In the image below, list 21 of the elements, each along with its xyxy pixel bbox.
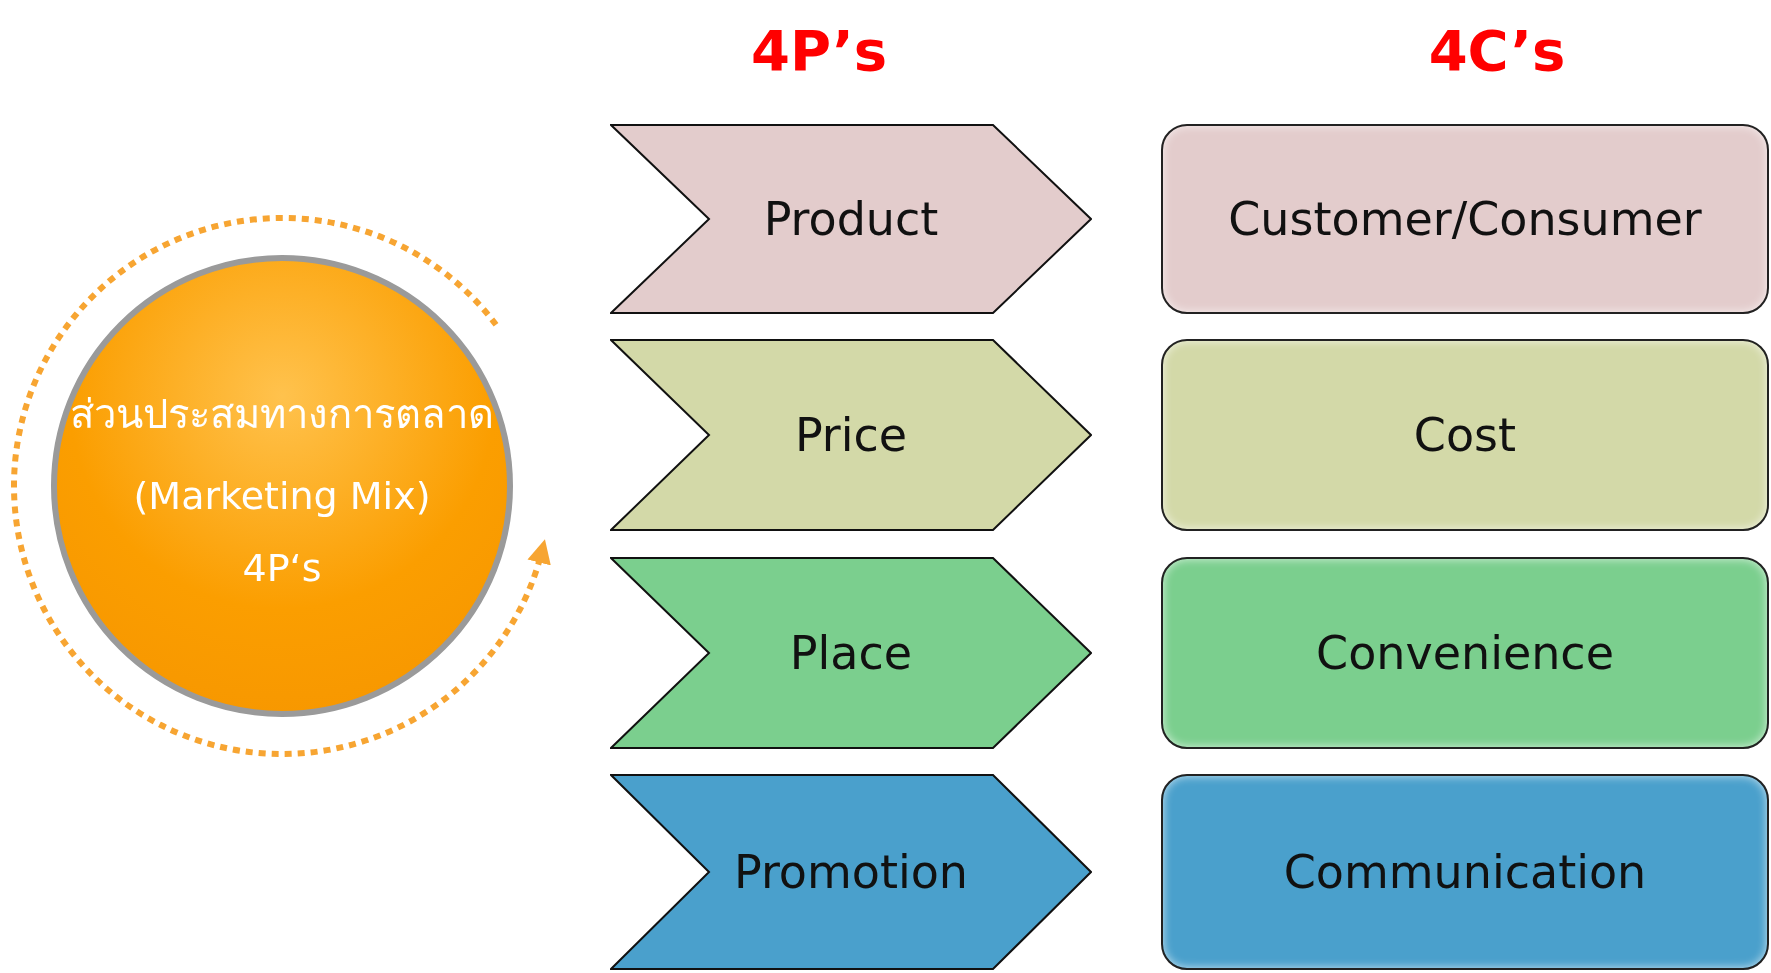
column-heading: 4C’s <box>1428 18 1566 83</box>
box-label: Customer/Consumer <box>1228 192 1702 246</box>
chevron-shape <box>610 339 1092 531</box>
circle-text: ส่วนประสมทางการตลาด <box>70 390 494 439</box>
chevron-shape <box>610 557 1092 749</box>
rounded-box <box>1161 124 1769 314</box>
chevron-label: Place <box>789 626 913 680</box>
chevron-shape <box>610 124 1092 314</box>
chevron-label: Product <box>763 192 939 246</box>
circle-text: (Marketing Mix) <box>133 474 431 518</box>
box-label: Cost <box>1413 408 1517 462</box>
circle-text: 4P‘s <box>242 546 322 590</box>
chevron-label: Promotion <box>733 845 968 899</box>
rounded-box <box>1161 339 1769 531</box>
rounded-box <box>1161 774 1769 970</box>
chevron-shape <box>610 774 1092 970</box>
box-label: Convenience <box>1316 626 1614 680</box>
rounded-box <box>1161 557 1769 749</box>
box-label: Communication <box>1283 845 1647 899</box>
chevron-label: Price <box>794 408 908 462</box>
column-heading: 4P’s <box>750 18 888 83</box>
